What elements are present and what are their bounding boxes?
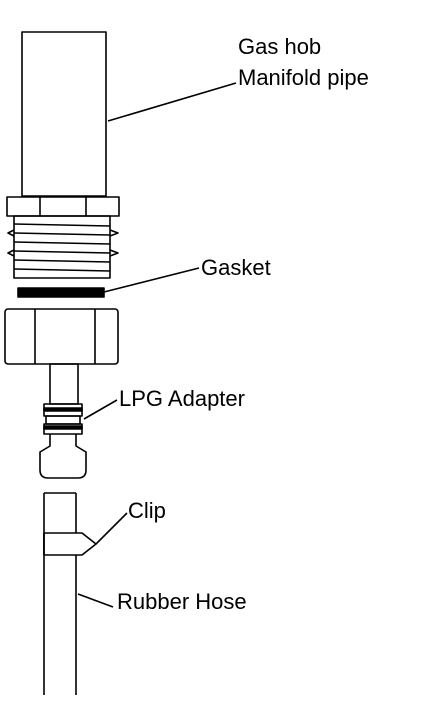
adapter-hex-nut	[4, 308, 119, 365]
label-lpg-adapter: LPG Adapter	[119, 386, 245, 411]
rubber-hose	[43, 492, 77, 695]
label-clip: Clip	[128, 498, 166, 523]
leader-lines	[77, 82, 237, 608]
hose-clip	[43, 532, 97, 556]
gasket	[17, 287, 105, 298]
manifold-pipe	[21, 31, 107, 197]
label-rubber-hose: Rubber Hose	[117, 589, 247, 614]
manifold-thread	[7, 215, 119, 279]
lpg-adapter-stem	[39, 363, 87, 479]
label-gasket: Gasket	[201, 255, 271, 280]
label-manifold-pipe: Manifold pipe	[238, 65, 369, 90]
manifold-hex-nut	[6, 196, 120, 217]
label-gas-hob: Gas hob	[238, 34, 322, 59]
